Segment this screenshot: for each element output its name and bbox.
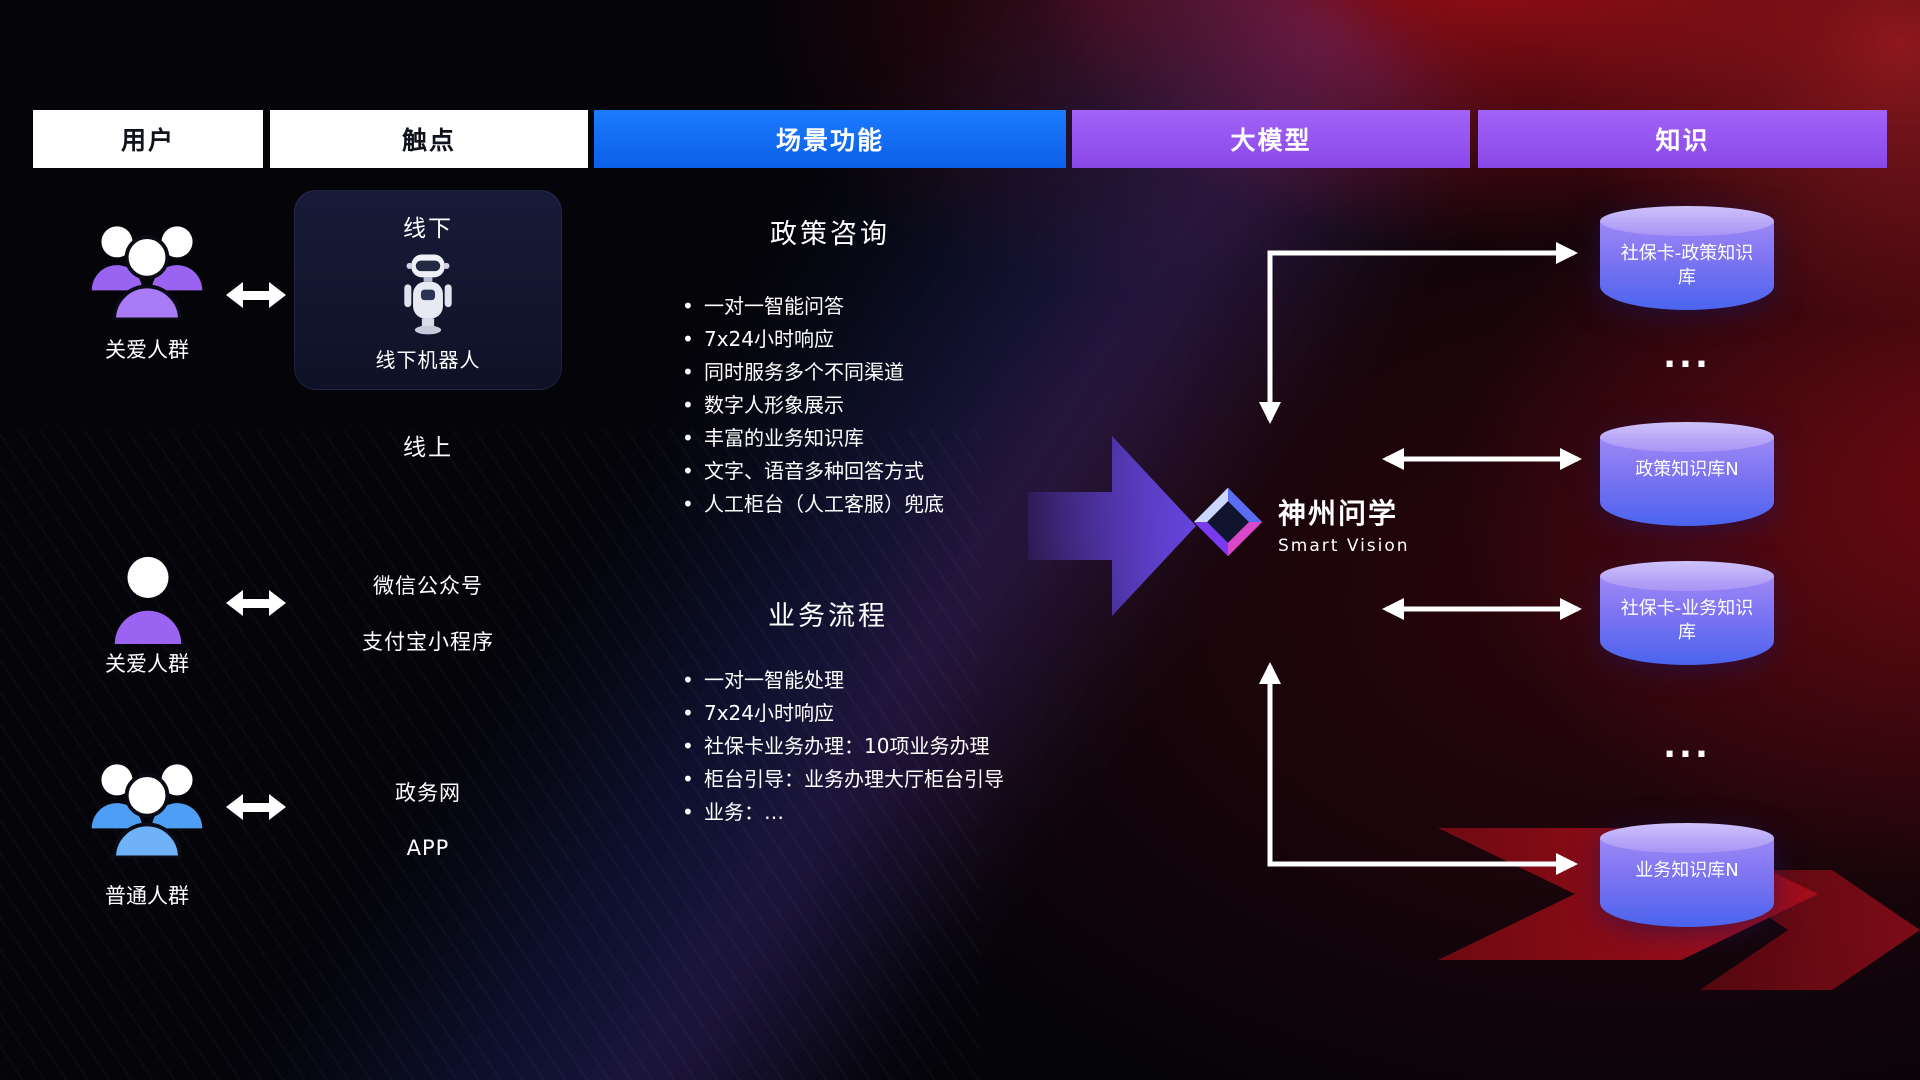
offline-title: 线下: [403, 216, 453, 242]
knowledge-db-label: 社保卡-业务知识库: [1620, 598, 1754, 644]
bullet-item: 7x24小时响应: [680, 697, 1004, 730]
knowledge-ellipsis: ...: [1663, 726, 1711, 766]
double-arrow-icon: [226, 590, 286, 616]
cylinder-top: [1600, 206, 1774, 236]
touchpoint-govweb: 政务网: [395, 781, 461, 805]
scenario-title-policy: 政策咨询: [770, 219, 890, 250]
bullet-item: 一对一智能问答: [680, 290, 944, 323]
touchpoint-alipay: 支付宝小程序: [362, 630, 494, 654]
arrow-left-head: [226, 590, 243, 616]
double-arrow-icon: [226, 794, 286, 820]
user-group-label: 关爱人群: [105, 652, 189, 676]
bullet-item: 丰富的业务知识库: [680, 422, 944, 455]
column-header-model-label: 大模型: [1230, 126, 1312, 155]
column-header-touchpoints: 触点: [270, 110, 588, 168]
knowledge-db-label: 业务知识库N: [1635, 860, 1739, 881]
online-title: 线上: [403, 435, 453, 461]
column-header-model: 大模型: [1072, 110, 1470, 168]
bullet-item: 社保卡业务办理：10项业务办理: [680, 730, 1004, 763]
arrow-bar: [243, 802, 269, 812]
robot-icon: [397, 243, 459, 344]
arrow-right-head: [269, 794, 286, 820]
bullet-item: 7x24小时响应: [680, 323, 944, 356]
user-group-label: 普通人群: [105, 884, 189, 908]
model-text-block: 神州问学 Smart Vision: [1278, 492, 1410, 556]
column-header-knowledge-label: 知识: [1655, 126, 1710, 155]
cylinder-top: [1600, 823, 1774, 853]
arrow-right-head: [269, 282, 286, 308]
knowledge-db-label: 政策知识库N: [1635, 459, 1739, 480]
arrow-bar: [243, 290, 269, 300]
touchpoint-wechat: 微信公众号: [373, 574, 483, 598]
column-header-scenarios: 场景功能: [594, 110, 1066, 168]
knowledge-db-label: 社保卡-政策知识库: [1620, 243, 1754, 289]
knowledge-db-business-shebao: 社保卡-业务知识库: [1600, 561, 1774, 665]
user-group-label: 关爱人群: [105, 338, 189, 362]
bullet-item: 人工柜台（人工客服）兜底: [680, 488, 944, 521]
column-header-users: 用户: [33, 110, 263, 168]
group-people-purple-icon: [84, 218, 210, 324]
arrow-left-head: [226, 282, 243, 308]
knowledge-db-policy-shebao: 社保卡-政策知识库: [1600, 206, 1774, 310]
scenario-title-business: 业务流程: [768, 601, 888, 632]
bullet-item: 同时服务多个不同渠道: [680, 356, 944, 389]
bullet-item: 数字人形象展示: [680, 389, 944, 422]
knowledge-ellipsis: ...: [1663, 336, 1711, 376]
arrow-bar: [243, 598, 269, 608]
bullet-item: 文字、语音多种回答方式: [680, 455, 944, 488]
touchpoint-app: APP: [406, 836, 450, 860]
scenario-policy-bullets: 一对一智能问答 7x24小时响应 同时服务多个不同渠道 数字人形象展示 丰富的业…: [680, 290, 944, 521]
model-subtitle: Smart Vision: [1278, 536, 1410, 556]
double-arrow-icon: [226, 282, 286, 308]
offline-robot-label: 线下机器人: [375, 348, 481, 372]
knowledge-db-business-n: 业务知识库N: [1600, 823, 1774, 927]
bullet-item: 一对一智能处理: [680, 664, 1004, 697]
column-header-users-label: 用户: [120, 126, 175, 155]
knowledge-db-policy-n: 政策知识库N: [1600, 422, 1774, 526]
cylinder-top: [1600, 422, 1774, 452]
column-header-knowledge: 知识: [1478, 110, 1887, 168]
column-header-scenarios-label: 场景功能: [775, 126, 884, 155]
column-header-touchpoints-label: 触点: [401, 126, 456, 155]
scenario-business-bullets: 一对一智能处理 7x24小时响应 社保卡业务办理：10项业务办理 柜台引导：业务…: [680, 664, 1004, 829]
person-purple-icon: [104, 552, 192, 648]
offline-touchpoint-card: 线下 线下机器人: [294, 190, 562, 390]
model-name: 神州问学: [1278, 497, 1399, 530]
group-people-blue-icon: [84, 756, 210, 862]
model-logo-diamond-icon: [1190, 484, 1266, 560]
arrow-left-head: [226, 794, 243, 820]
bullet-item: 业务：…: [680, 796, 1004, 829]
cylinder-top: [1600, 561, 1774, 591]
arrow-right-head: [269, 590, 286, 616]
bullet-item: 柜台引导：业务办理大厅柜台引导: [680, 763, 1004, 796]
